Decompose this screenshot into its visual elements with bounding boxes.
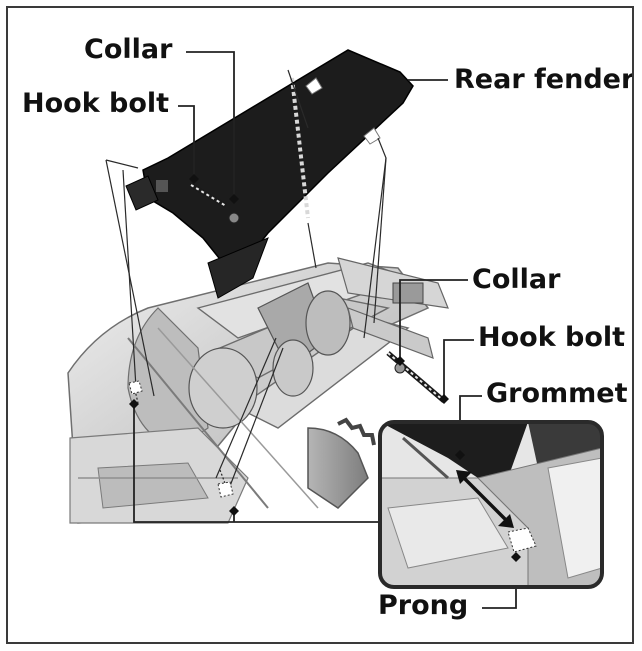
main-prongs <box>128 380 234 498</box>
callout-dots <box>129 174 449 516</box>
diagram-frame: Collar Hook bolt Rear fender Collar Hook… <box>6 6 634 644</box>
rear-fender-shape <box>125 49 414 299</box>
hook-bolt-top-label: Hook bolt <box>22 88 170 119</box>
prong-label: Prong <box>378 590 469 621</box>
motorcycle-frame <box>67 257 449 524</box>
diagram-illustration <box>67 49 604 609</box>
assembly-guide-lines <box>105 69 387 487</box>
collar-top-label: Collar <box>84 34 173 65</box>
detail-inset <box>378 420 604 589</box>
grommet-label: Grommet <box>486 378 628 409</box>
rear-fender-label: Rear fender <box>454 64 634 95</box>
hook-bolt-right-label: Hook bolt <box>478 322 626 353</box>
callout-leaders <box>133 51 517 609</box>
collar-right-label: Collar <box>472 264 561 295</box>
